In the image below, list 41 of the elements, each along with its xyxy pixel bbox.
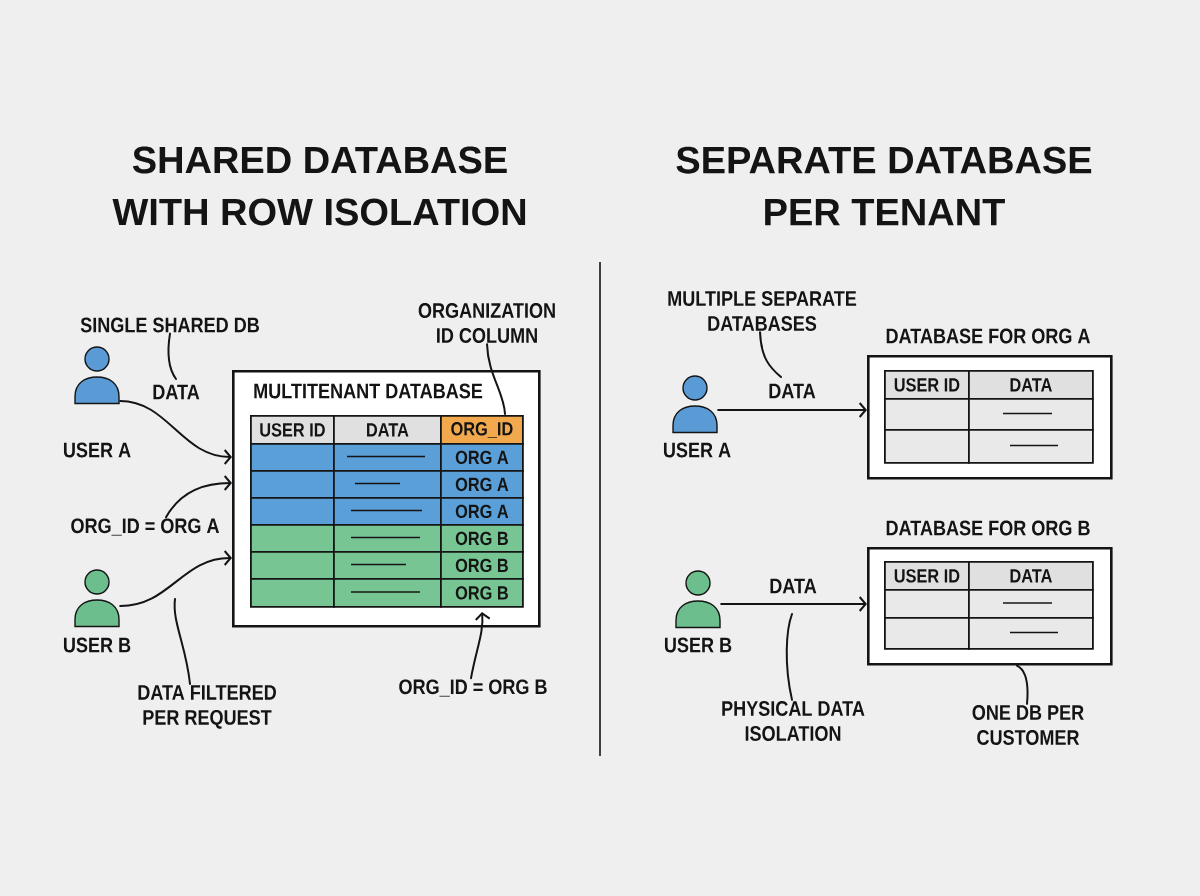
- annotation: ORG_ID = ORG B: [399, 679, 547, 697]
- panel-heading: SHARED DATABASE WITH ROW ISOLATION: [112, 146, 526, 226]
- table-cell: ORG B: [440, 551, 524, 580]
- table-cell: ORG A: [440, 443, 524, 472]
- person-label: USER A: [63, 442, 131, 458]
- leader-line: [1016, 664, 1029, 705]
- arrow: [165, 475, 232, 519]
- arrow: [470, 612, 491, 680]
- arrow: [717, 402, 867, 418]
- table-cell: ORG_ID: [440, 415, 524, 445]
- person-label: USER B: [664, 637, 732, 653]
- annotation: SINGLE SHARED DB: [80, 317, 259, 333]
- table-cell: ORG A: [440, 470, 524, 499]
- box-heading: DATABASE FOR ORG B: [886, 520, 1090, 536]
- leader-line: [785, 613, 793, 701]
- leader-line: [173, 598, 191, 685]
- annotation: PHYSICAL DATA ISOLATION: [722, 701, 865, 741]
- leader-line: [167, 332, 177, 380]
- person-label: USER A: [663, 442, 731, 458]
- annotation: MULTIPLE SEPARATE DATABASES: [668, 291, 857, 331]
- arrow: [720, 596, 867, 612]
- table-cell: ORG A: [440, 497, 524, 526]
- table-cell: USER ID: [884, 561, 970, 591]
- arrow: [119, 400, 232, 465]
- annotation: ORGANIZATION ID COLUMN: [418, 303, 555, 343]
- arrow: [119, 550, 232, 607]
- table-cell: DATA: [968, 370, 1094, 400]
- table-cell: ORG B: [440, 578, 524, 608]
- annotation: ORG_ID = ORG A: [71, 518, 220, 536]
- person-label: USER B: [63, 637, 131, 653]
- annotation: ONE DB PER CUSTOMER: [972, 705, 1084, 745]
- leader-line: [486, 343, 506, 415]
- annotation: DATA FILTERED PER REQUEST: [138, 685, 276, 729]
- table-cell: DATA: [333, 415, 442, 445]
- table-cell: USER ID: [884, 370, 970, 400]
- box-heading: DATABASE FOR ORG A: [886, 328, 1091, 344]
- table-cell: USER ID: [250, 415, 335, 445]
- leader-line: [759, 331, 782, 378]
- table-cell: DATA: [968, 561, 1094, 591]
- panel-heading: SEPARATE DATABASE PER TENANT: [676, 146, 1092, 226]
- table-cell: ORG B: [440, 524, 524, 553]
